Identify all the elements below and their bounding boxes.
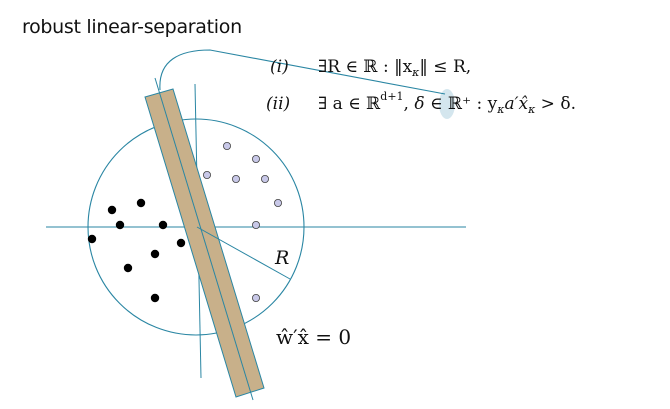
margin-band	[144, 88, 265, 398]
positive-point	[251, 154, 260, 163]
svg-text:∃ a ∈ ℝd+1, δ ∈ ℝ⁺ : yκa′x̂κ: ∃ a ∈ ℝd+1, δ ∈ ℝ⁺ : yκa′x̂κ > δ.	[318, 90, 576, 116]
positive-point	[222, 141, 231, 150]
positive-point	[202, 170, 211, 179]
connector-line	[159, 49, 446, 95]
hyperplane-label: ŵ′x̂ = 0	[276, 325, 351, 349]
negative-point	[150, 293, 160, 303]
condition-label: (ii)	[266, 94, 290, 114]
positive-point	[231, 174, 240, 183]
negative-point	[158, 220, 168, 230]
slide-title: robust linear-separation	[22, 16, 242, 38]
positive-point	[273, 198, 282, 207]
radius-label: R	[274, 247, 289, 269]
condition-ii: (ii) ∃ a ∈ ℝd+1, δ ∈ ℝ⁺ : yκa′x̂κ > δ.	[266, 90, 576, 116]
positive-point	[251, 220, 260, 229]
condition-i: (i) ∃R ∈ ℝ : ‖xκ‖ ≤ R,	[270, 57, 471, 79]
negative-point	[150, 249, 160, 259]
positive-point	[251, 293, 260, 302]
hyperplane-line	[154, 77, 254, 401]
condition-text: ∃ a ∈ ℝ	[318, 94, 381, 114]
negative-point	[176, 238, 186, 248]
positive-point	[260, 174, 269, 183]
negative-point	[115, 220, 125, 230]
negative-point	[123, 263, 133, 273]
delta-highlight	[439, 89, 455, 119]
radius-line	[196, 226, 291, 280]
negative-point	[107, 205, 117, 215]
negative-point	[87, 234, 97, 244]
negative-point	[136, 198, 146, 208]
negative-points	[87, 198, 186, 303]
svg-text:∃R ∈ ℝ : ‖xκ‖ ≤ R,: ∃R ∈ ℝ : ‖xκ‖ ≤ R,	[318, 57, 471, 79]
positive-points	[202, 141, 282, 302]
condition-label: (i)	[270, 57, 289, 77]
condition-text: ∃R ∈ ℝ : ‖x	[318, 57, 413, 77]
delta-symbol: δ	[414, 94, 424, 114]
